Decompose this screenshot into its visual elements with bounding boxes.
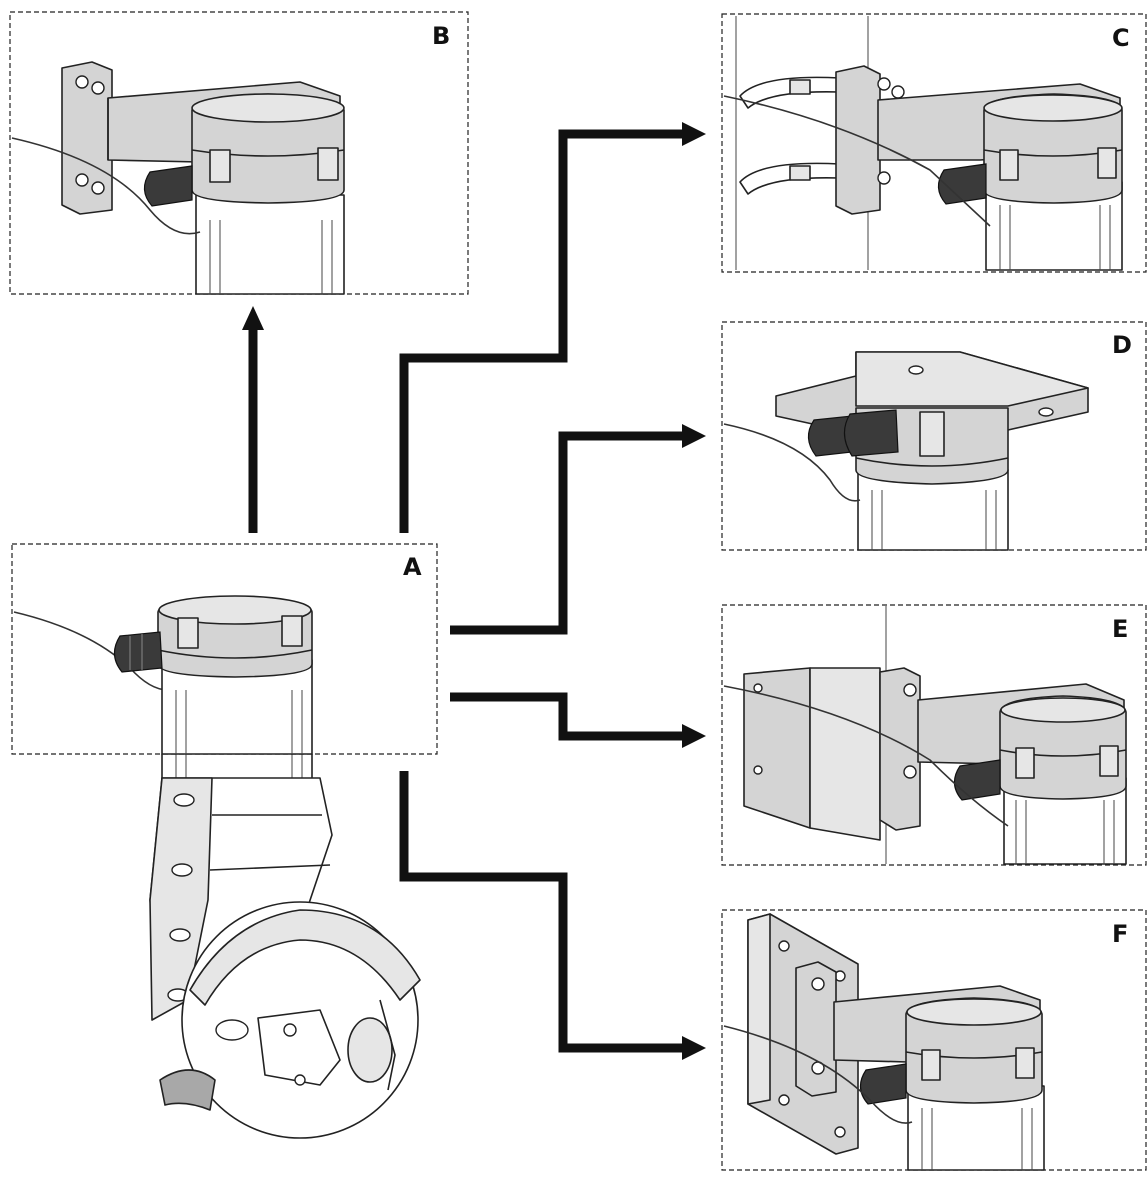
panel-c-label: C <box>1112 24 1130 52</box>
plate-mount-illustration <box>723 913 1045 1171</box>
panel-b: B <box>9 11 469 295</box>
wall-bracket-illustration <box>11 61 345 295</box>
arrow-a-to-f <box>399 771 706 1060</box>
ceiling-mount-illustration <box>723 351 1089 551</box>
arrow-a-to-e <box>450 692 706 748</box>
pole-mount-illustration <box>723 16 1123 271</box>
corner-mount-illustration <box>723 606 1127 865</box>
panel-d: D <box>721 321 1147 551</box>
arrow-a-to-b <box>242 306 264 533</box>
panel-a-housing <box>13 595 313 755</box>
arrow-a-to-c <box>399 122 706 533</box>
arrow-a-to-d <box>450 424 706 635</box>
panel-e-label: E <box>1112 615 1128 643</box>
panel-e-frame <box>721 604 1147 866</box>
panel-b-label: B <box>432 22 450 50</box>
panel-f-label: F <box>1112 920 1128 948</box>
panel-d-label: D <box>1112 331 1132 359</box>
panel-f: F <box>721 909 1147 1171</box>
panel-a-label: A <box>403 553 422 581</box>
panel-c: C <box>721 13 1147 273</box>
panel-e: E <box>721 604 1147 866</box>
panel-c-frame <box>721 13 1147 273</box>
connector-arrows <box>242 122 706 1060</box>
panel-a: A <box>11 543 438 1139</box>
panel-a-frame <box>11 543 438 755</box>
